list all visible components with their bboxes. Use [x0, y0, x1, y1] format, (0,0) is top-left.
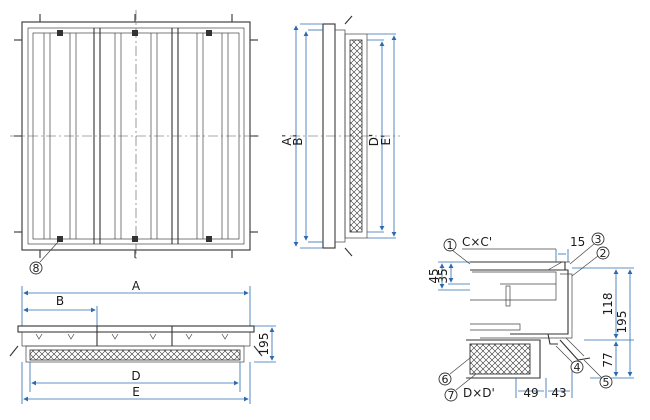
section-detail: C×C' D×D' 15 45 35 118 195 77 49 43 [427, 232, 634, 402]
bottom-filter-media [29, 349, 241, 361]
svg-text:1: 1 [447, 239, 454, 252]
dim-label-15: 15 [570, 235, 585, 249]
bottom-flange [17, 325, 255, 333]
svg-text:3: 3 [595, 233, 602, 246]
dim-label-a-prime: A' [280, 134, 294, 146]
detail-clip [505, 285, 511, 307]
dim-label-118: 118 [601, 293, 615, 316]
dim-label-e-prime: E' [379, 135, 393, 146]
detail-filter-frame [466, 339, 541, 379]
side-clip-bottom [344, 247, 353, 257]
svg-text:2: 2 [600, 247, 607, 260]
svg-text:7: 7 [448, 389, 455, 402]
bolt-callout-circle [29, 261, 43, 275]
bottom-view: A B 195 D [9, 279, 276, 404]
svg-text:6: 6 [442, 373, 449, 386]
detail-lower-bracket [559, 339, 591, 361]
front-bolts [57, 30, 212, 242]
dim-label-d: D [131, 369, 140, 383]
dim-label-a: A [132, 279, 141, 293]
callout-3: 3 [569, 232, 605, 265]
bolt-callout-leader [39, 241, 59, 263]
dim-label-45: 45 [427, 268, 441, 283]
detail-top-plate [470, 261, 566, 271]
dim-label-195: 195 [257, 333, 271, 356]
dim-label-b: B [56, 294, 64, 308]
dim-label-49: 49 [523, 386, 538, 400]
callout-5: 5 [583, 359, 613, 389]
callout-1: 1 [443, 238, 471, 265]
dim-label-b-prime: B' [291, 134, 305, 146]
detail-filter-media [469, 343, 531, 375]
callout-6: 6 [438, 357, 471, 386]
bottom-grille-body [21, 331, 251, 347]
detail-grille-channel [470, 271, 557, 301]
callout-7: 7 [444, 373, 477, 402]
bottom-bolt-marks [35, 333, 229, 340]
front-mounting-tabs [14, 14, 258, 258]
dim-label-77: 77 [601, 352, 615, 367]
front-view: 8 [10, 10, 262, 275]
callout-4: 4 [555, 345, 584, 374]
bolt-callout-label: 8 [33, 262, 40, 275]
bottom-filter-frame [25, 345, 245, 363]
side-clip-top [344, 15, 353, 25]
callout-2: 2 [571, 246, 610, 277]
dim-label-35: 35 [436, 268, 450, 283]
dim-label-e: E [132, 385, 140, 399]
svg-text:4: 4 [574, 361, 581, 374]
side-view: A' B' D' E' [280, 15, 400, 257]
dim-label-43: 43 [551, 386, 566, 400]
svg-text:5: 5 [603, 376, 610, 389]
detail-section-cc-label: C×C' [462, 235, 492, 249]
detail-section-dd-label: D×D' [463, 386, 495, 400]
dim-label-d-prime: D' [367, 134, 381, 147]
detail-frame [510, 269, 569, 335]
dim-label-195-detail: 195 [615, 311, 629, 334]
